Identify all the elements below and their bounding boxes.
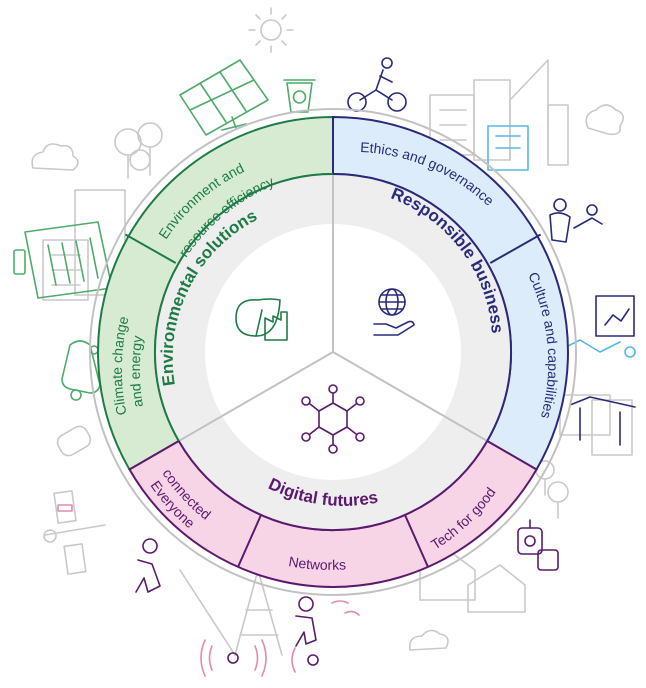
battery-icon xyxy=(56,425,92,457)
house-icon xyxy=(419,549,526,613)
person-with-phone-icon xyxy=(295,596,317,647)
battery-icon xyxy=(13,221,113,299)
cloud-icon xyxy=(585,104,624,136)
digital-sub-networks: Networks xyxy=(287,553,346,573)
solar-panel-icon xyxy=(179,59,269,136)
people-meeting-icon xyxy=(549,198,603,243)
wheel-body xyxy=(89,108,577,596)
sun-icon xyxy=(248,7,294,53)
signal-waves-illustration xyxy=(57,504,360,677)
globe-hand-icon xyxy=(373,288,415,336)
desk-icon xyxy=(569,396,636,446)
recycle-bin-icon xyxy=(283,79,316,113)
responsible-illustrations-light xyxy=(487,125,636,358)
cloud-icon xyxy=(408,629,449,651)
digital-illustrations xyxy=(135,519,559,666)
tree-icon xyxy=(114,122,163,179)
env-sub-climate: Climate change xyxy=(109,314,132,416)
outer-ring xyxy=(89,108,577,596)
satellite-icon xyxy=(43,490,106,575)
responsible-illustrations xyxy=(347,57,636,446)
tree-icon xyxy=(535,460,569,519)
cloud-icon xyxy=(31,143,79,171)
network-hexagon-icon xyxy=(301,384,365,454)
city-skyline-icon xyxy=(429,59,569,166)
electric-car-icon xyxy=(61,340,101,401)
presentation-board-icon xyxy=(595,295,635,337)
background-illustrations xyxy=(31,7,633,656)
robot-icon xyxy=(517,519,559,571)
leaf-factory-icon xyxy=(235,298,288,341)
cyclist-icon xyxy=(347,57,407,112)
transmission-tower-icon xyxy=(179,569,283,656)
person-with-phone-icon xyxy=(135,538,161,593)
